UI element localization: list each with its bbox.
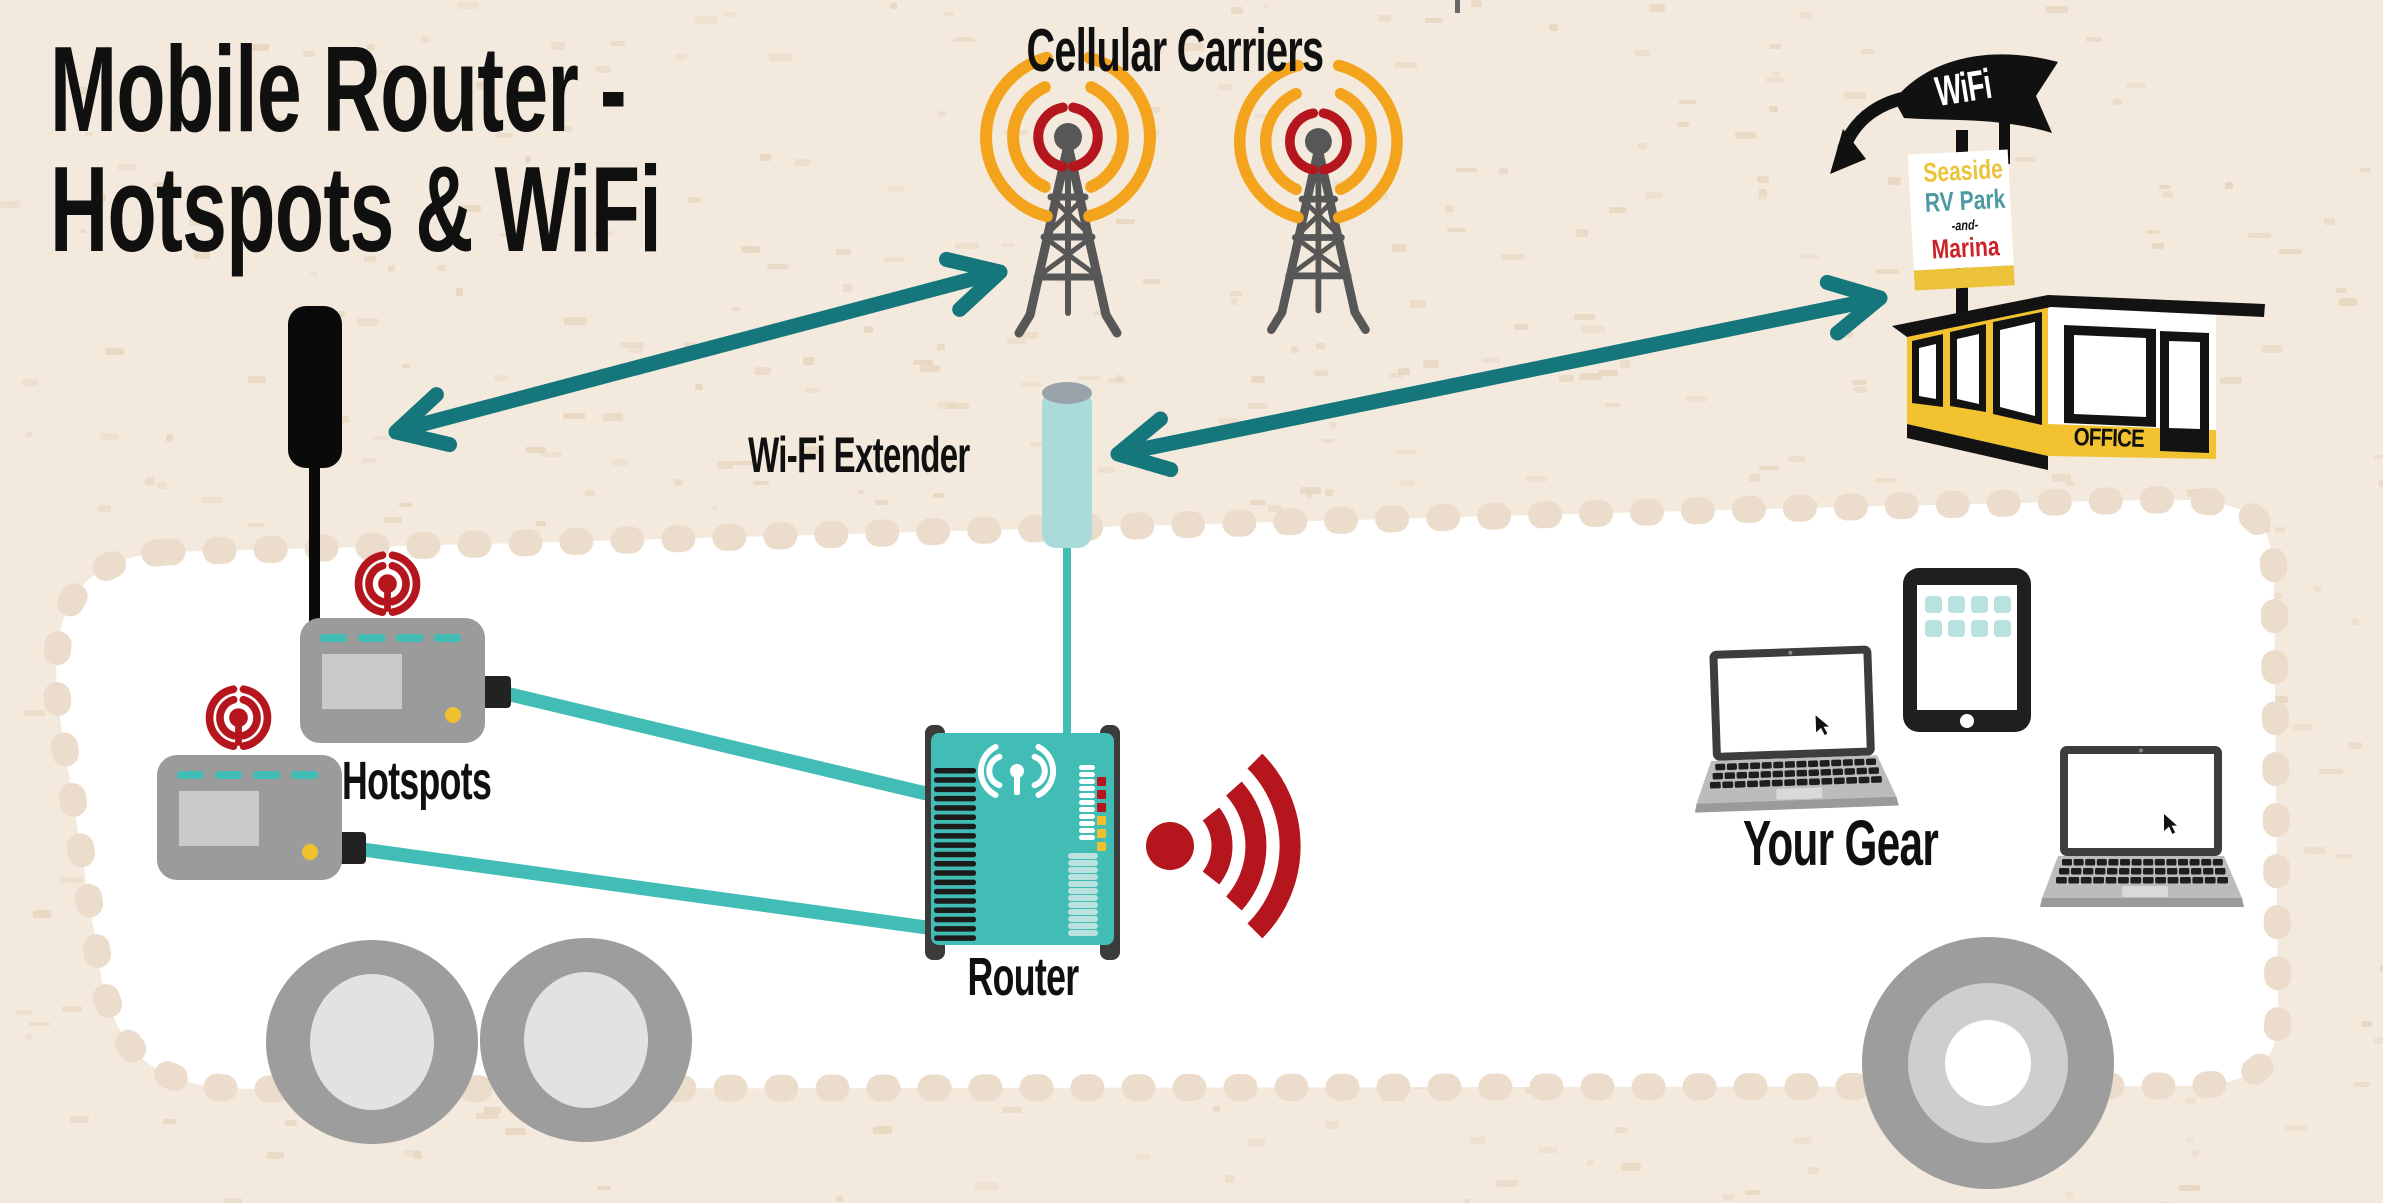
router-red-leds: [1097, 777, 1106, 812]
sign-line-marina: Marina: [1931, 231, 2001, 265]
router-white-indicators: [1079, 765, 1095, 840]
router-signal-icon: [1146, 753, 1301, 939]
sign-line-seaside: Seaside: [1922, 153, 2004, 188]
laptop-left: [1689, 645, 1898, 813]
router-wifi-icon: [977, 744, 1057, 798]
arrow-extender-to-park-wifi: [1110, 274, 1888, 478]
external-antenna-icon: [288, 306, 342, 645]
office-building-icon: [1892, 295, 2265, 470]
flag-arrow-tail: [1837, 89, 1923, 155]
office-label: OFFICE: [2073, 423, 2145, 453]
sign-board: [1907, 149, 2015, 291]
rv-wheel-right: [1862, 937, 2114, 1189]
tablet-app-icons: [1925, 620, 2011, 637]
rv-wheel-left-1: [266, 940, 478, 1144]
router-vents: [934, 768, 976, 941]
tablet-home-button: [1960, 714, 1974, 728]
building-roof: [1892, 295, 2265, 337]
cell-tower-1: [986, 58, 1150, 333]
building-windows-left: [1912, 312, 2042, 425]
router-port-dashes: [1068, 853, 1098, 936]
wifi-flag-icon: [1894, 54, 2058, 133]
building-window-front: [2064, 325, 2156, 427]
label-hotspots: Hotspots: [342, 751, 492, 811]
title-line-2: Hotspots & WiFi: [50, 140, 662, 277]
top-tick-artifact: [1455, 0, 1460, 13]
cable-connector: [336, 832, 366, 864]
tablet-icon: [1903, 568, 2031, 732]
title-line-1: Mobile Router -: [50, 21, 627, 157]
hotspot-cables: [336, 676, 947, 937]
laptop-right: [2040, 746, 2244, 907]
label-your-gear: Your Gear: [1743, 807, 1939, 879]
cable-connector: [481, 676, 511, 708]
label-cellular-carriers: Cellular Carriers: [1026, 17, 1324, 84]
park-sign-text: Seaside RV Park -and- Marina: [1911, 149, 2017, 265]
tablet-app-icons: [1925, 596, 2011, 613]
router-device: [925, 725, 1120, 960]
label-wifi-extender: Wi-Fi Extender: [748, 427, 971, 483]
wifi-extender-icon: [1042, 382, 1092, 740]
hotspot-device-2: [157, 755, 342, 880]
building-door: [2160, 331, 2209, 453]
cell-tower-2: [1240, 65, 1397, 329]
router-yellow-leds: [1097, 816, 1106, 851]
hotspot-device-1: [300, 618, 485, 743]
park-sign: [1830, 54, 2058, 345]
label-router: Router: [967, 947, 1079, 1007]
arrow-antenna-to-towers: [388, 251, 1008, 453]
page-title: Mobile Router - Hotspots & WiFi: [50, 21, 976, 277]
sign-line-rvpark: RV Park: [1924, 183, 2007, 218]
rv-wheel-left-2: [480, 938, 692, 1142]
sign-line-and: -and-: [1951, 216, 1979, 234]
flag-arrowhead: [1830, 129, 1866, 174]
flag-stick: [1999, 112, 2010, 164]
